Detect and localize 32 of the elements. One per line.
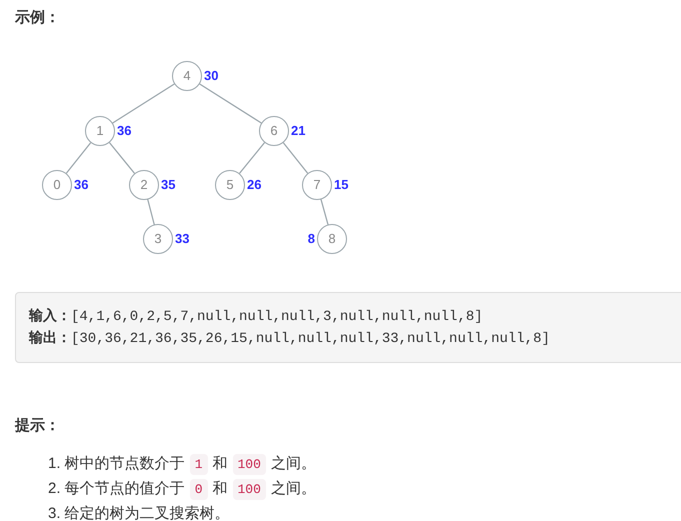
- code-line: 输出：[30,36,21,36,35,26,15,null,null,null,33,null,null,null,8]: [29, 329, 550, 349]
- list-text: 1. 树中的节点数介于: [48, 454, 185, 474]
- inline-code: 100: [232, 478, 266, 500]
- node-value: 26: [247, 178, 262, 191]
- list-text: 和: [212, 479, 228, 499]
- inline-code: 0: [190, 478, 208, 500]
- node-value: 8: [308, 232, 315, 245]
- list-text: 之间。: [270, 454, 316, 474]
- node-value: 30: [204, 69, 218, 82]
- node-value: 35: [161, 178, 176, 191]
- tree-edge: [112, 84, 175, 124]
- node-value: 15: [334, 178, 348, 191]
- tree-edge: [147, 199, 155, 225]
- list-text: 3. 给定的树为二叉搜索树。: [48, 504, 230, 521]
- inline-code: 1: [190, 454, 208, 475]
- node-value: 36: [117, 124, 132, 137]
- tree-edge: [66, 142, 92, 174]
- node-value: 33: [175, 232, 190, 245]
- heading: 示例：: [15, 8, 60, 28]
- node-value: 36: [74, 178, 88, 191]
- list-text: 2. 每个节点的值介于: [48, 479, 185, 499]
- inline-code: 100: [232, 454, 266, 475]
- list-text: 之间。: [270, 479, 316, 499]
- code-line: 输入：[4,1,6,0,2,5,7,null,null,null,3,null,null,null,8]: [29, 307, 483, 327]
- tree-edge: [239, 142, 265, 174]
- tree-edge: [109, 142, 135, 174]
- node-value: 21: [291, 124, 306, 137]
- tree-edge: [199, 84, 262, 124]
- tree-edge: [282, 142, 308, 174]
- list-text: 和: [212, 454, 228, 474]
- tree-edge: [320, 199, 329, 225]
- heading: 提示：: [15, 416, 60, 436]
